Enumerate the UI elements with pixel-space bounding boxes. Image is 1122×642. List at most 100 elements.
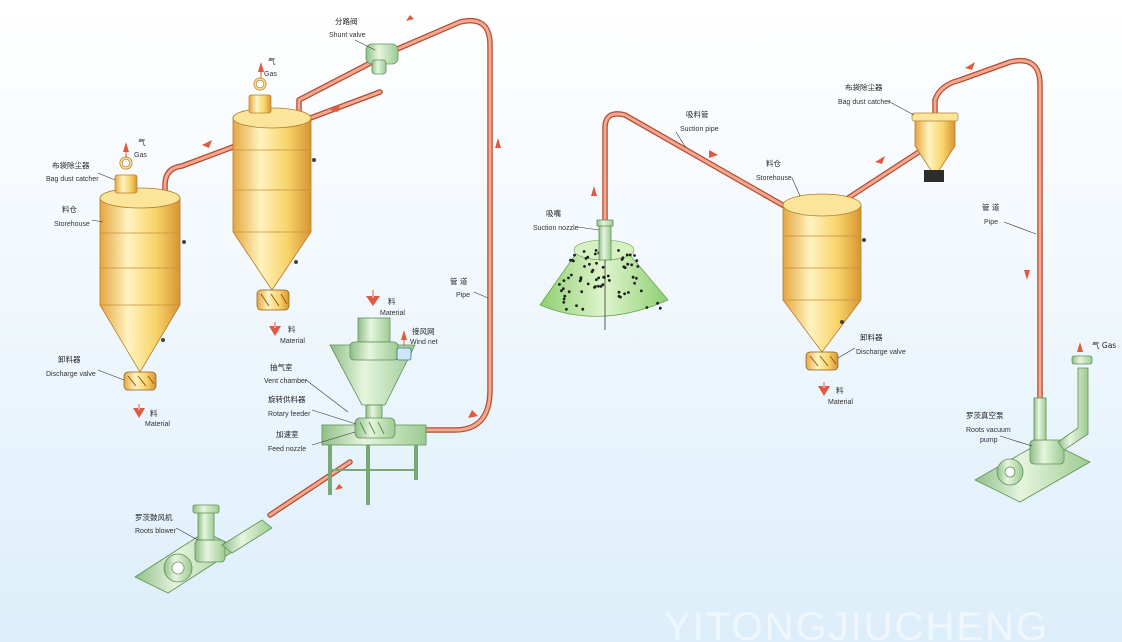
powder-dot [625, 253, 629, 257]
label-storehouse-en-1: Storehouse [54, 221, 90, 228]
label-suction-nozzle-en: Suction nozzle [533, 225, 579, 232]
powder-dot [593, 252, 597, 256]
powder-dot [595, 261, 598, 265]
powder-dot [630, 263, 634, 267]
powder-dot [567, 276, 570, 280]
label-storehouse-en-2: Storehouse [756, 175, 792, 182]
label-gas-right: 气 Gas [1092, 340, 1116, 350]
powder-dot [621, 256, 625, 260]
powder-dot [628, 253, 632, 257]
label-roots-vacuum-pump-en-1: Roots vacuum [966, 427, 1011, 434]
powder-dot [601, 265, 605, 269]
label-roots-vacuum-pump-cn: 罗茨真空泵 [966, 410, 1004, 420]
label-gas-cn-2: 气 [138, 137, 146, 147]
powder-dot [617, 290, 621, 294]
powder-dot [602, 275, 605, 279]
powder-dots [558, 249, 662, 311]
label-roots-blower-en: Roots blower [135, 528, 177, 535]
label-discharge-valve-cn-2: 卸料器 [860, 332, 883, 342]
powder-dot [570, 273, 573, 277]
roots-vacuum-pump [974, 355, 1093, 503]
label-material-cn-4: 料 [836, 385, 844, 395]
powder-dot [631, 275, 635, 279]
powder-dot [633, 254, 636, 257]
label-roots-vacuum-pump-en-2: pump [980, 437, 998, 444]
label-suction-nozzle-cn: 吸嘴 [546, 208, 561, 218]
powder-dot [633, 281, 636, 285]
label-feed-nozzle-cn: 加速室 [276, 429, 299, 439]
powder-dot [588, 262, 591, 266]
storehouse-right-left-system [232, 77, 316, 311]
powder-dot [627, 291, 630, 294]
storehouse-right [782, 193, 866, 371]
label-pipe-cn-1: 管 道 [450, 276, 468, 286]
suction-nozzle [596, 219, 614, 330]
powder-dot [586, 282, 590, 286]
label-material-en-2: Material [280, 338, 305, 345]
powder-dot [558, 283, 561, 286]
label-bag-dust-catcher-cn: 布袋除尘器 [52, 160, 90, 170]
powder-dot [569, 258, 572, 262]
shunt-valve [365, 43, 399, 75]
label-gas-cn-1: 气 [268, 56, 276, 66]
powder-dot [581, 307, 585, 311]
label-bag-dust-catcher-en-2: Bag dust catcher [838, 99, 891, 106]
powder-dot [579, 277, 583, 281]
powder-dot [597, 276, 601, 280]
powder-dot [622, 265, 626, 269]
label-discharge-valve-en-1: Discharge valve [46, 371, 96, 378]
label-material-cn-1: 料 [150, 408, 158, 418]
powder-dot [597, 284, 600, 288]
label-rotary-feeder-cn: 旋转供料器 [268, 394, 306, 404]
powder-dot [560, 289, 563, 293]
label-roots-blower-cn: 罗茨鼓风机 [135, 512, 173, 522]
powder-dot [582, 250, 586, 253]
flow-arrows [123, 15, 1083, 490]
powder-dot [639, 289, 643, 293]
label-gas-en-2: Gas [134, 152, 147, 159]
powder-dot [601, 283, 605, 287]
label-discharge-valve-en-2: Discharge valve [856, 349, 906, 356]
labels: 分路阀 Shunt valve 气 Gas 气 Gas 布袋除尘器 Bag du… [46, 16, 1116, 541]
powder-dot [562, 300, 566, 304]
label-discharge-valve-cn-1: 卸料器 [58, 354, 81, 364]
powder-dot [584, 257, 588, 260]
powder-dot [571, 259, 575, 262]
powder-dot [608, 279, 611, 282]
label-pipe-en-2: Pipe [984, 219, 998, 226]
powder-dot [593, 286, 596, 289]
label-rotary-feeder-en: Rotary feeder [268, 411, 311, 418]
powder-dot [635, 276, 638, 280]
powder-dot [573, 253, 576, 257]
label-material-cn-2: 料 [288, 324, 296, 334]
label-shunt-valve-cn: 分路阀 [335, 16, 358, 26]
powder-dot [565, 307, 568, 311]
powder-dot [617, 294, 621, 298]
powder-dot [636, 265, 640, 268]
powder-dot [575, 304, 578, 307]
label-gas-en-1: Gas [264, 71, 277, 78]
powder-dot [562, 279, 566, 282]
powder-dot [595, 278, 598, 281]
label-bag-dust-catcher-cn-2: 布袋除尘器 [845, 82, 883, 92]
powder-dot [583, 265, 586, 268]
label-storehouse-cn-2: 料仓 [766, 158, 781, 168]
label-vent-chamber-en: Vent chamber [264, 378, 308, 385]
label-shunt-valve-en: Shunt valve [329, 32, 366, 39]
label-material-en-3: Material [380, 310, 405, 317]
label-material-en-4: Material [828, 399, 853, 406]
label-pipe-en-1: Pipe [456, 292, 470, 299]
watermark: YITONGJIUCHENG [664, 605, 1049, 642]
bag-dust-catcher-right [911, 112, 959, 182]
storehouse-left [99, 156, 186, 391]
roots-blower [134, 504, 273, 594]
label-feed-nozzle-en: Feed nozzle [268, 446, 306, 453]
label-vent-chamber-cn: 抽气室 [270, 362, 293, 372]
label-storehouse-cn-1: 料仓 [62, 204, 77, 214]
powder-dot [594, 249, 598, 252]
powder-dot [580, 290, 584, 294]
powder-dot [658, 306, 662, 310]
label-bag-dust-catcher-en: Bag dust catcher [46, 176, 99, 183]
label-pipe-cn-2: 管 道 [982, 202, 1000, 212]
